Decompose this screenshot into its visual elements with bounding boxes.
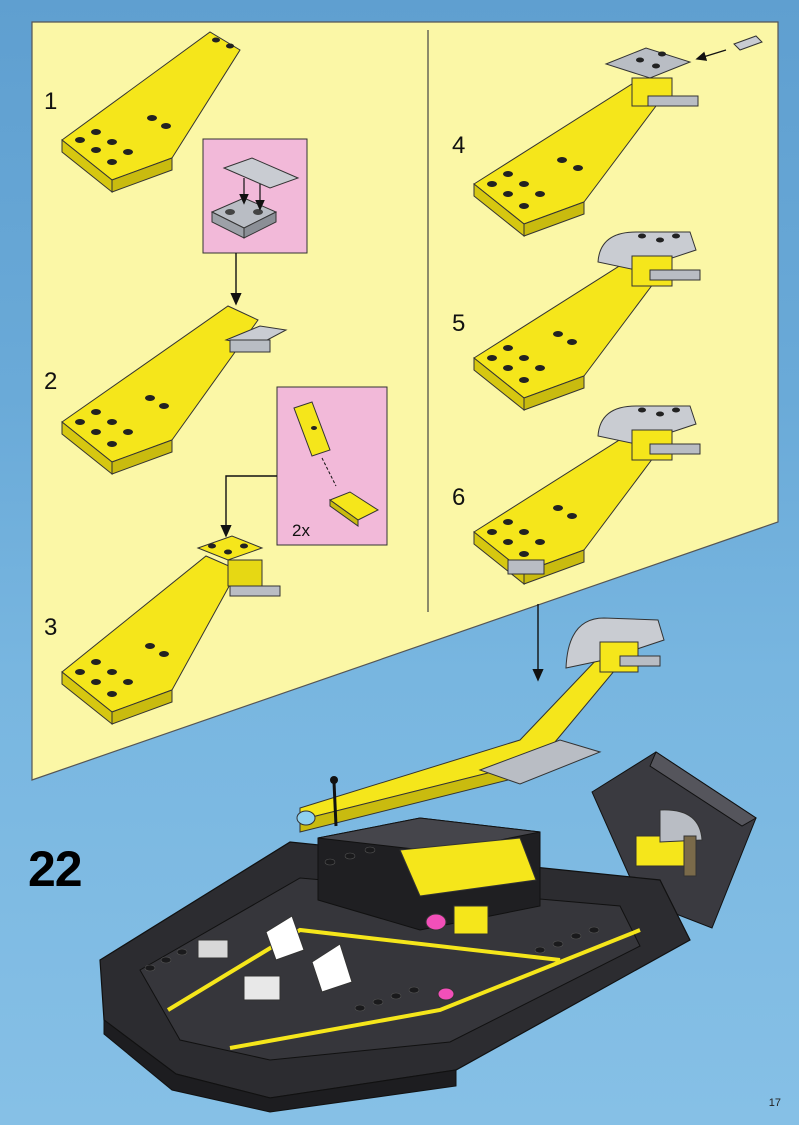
callout-box-2: 2x xyxy=(277,387,387,545)
step-number-3: 3 xyxy=(44,614,57,642)
step-number-6: 6 xyxy=(452,484,465,512)
main-step-number: 22 xyxy=(28,840,82,898)
step-number-4: 4 xyxy=(452,132,465,160)
callout-box-1 xyxy=(203,139,307,253)
step-number-2: 2 xyxy=(44,368,57,396)
quantity-label: 2x xyxy=(292,521,310,540)
page-number: 17 xyxy=(769,1097,781,1109)
step-number-5: 5 xyxy=(452,310,465,338)
step-number-1: 1 xyxy=(44,88,57,116)
